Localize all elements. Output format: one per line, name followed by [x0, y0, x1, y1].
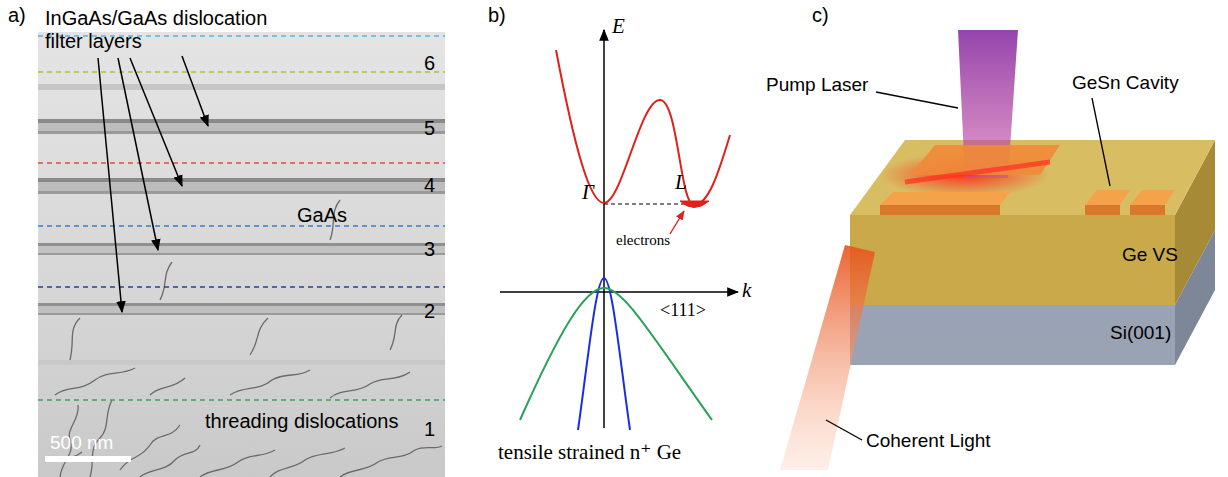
layer-label: Si(001) [1110, 322, 1171, 344]
part-label: Coherent Light [866, 430, 991, 452]
band-diagram [500, 30, 738, 430]
region-number: 1 [424, 418, 435, 441]
region-number: 5 [424, 117, 435, 140]
panel-label: c) [812, 4, 829, 27]
layer-label: InGaAs/GaAs dislocation filter layers [45, 7, 295, 53]
defect-label: threading dislocations [205, 410, 398, 433]
region-number: 3 [424, 238, 435, 261]
region-number: 4 [424, 174, 435, 197]
part-label: Pump Laser [766, 74, 868, 96]
material-label: GaAs [297, 204, 347, 227]
tem-image [38, 32, 445, 477]
region-number: 2 [424, 300, 435, 323]
axis-label: E [612, 14, 625, 38]
layer-label: Ge VS [1122, 244, 1178, 266]
carrier-label: electrons [616, 232, 670, 249]
scale-bar-label: 500 nm [50, 432, 113, 454]
panel-label: a) [8, 4, 26, 27]
material-caption: tensile strained n⁺ Ge [498, 440, 681, 464]
panel-label: b) [488, 4, 506, 27]
axis-label: k [742, 278, 751, 302]
region-number: 6 [424, 52, 435, 75]
valley-label: Γ [582, 180, 594, 204]
part-label: GeSn Cavity [1072, 72, 1179, 94]
valley-label: L [675, 170, 687, 194]
device-illustration [780, 30, 1215, 470]
direction-label: <111> [660, 300, 706, 321]
cavity-ridges [880, 145, 1175, 215]
